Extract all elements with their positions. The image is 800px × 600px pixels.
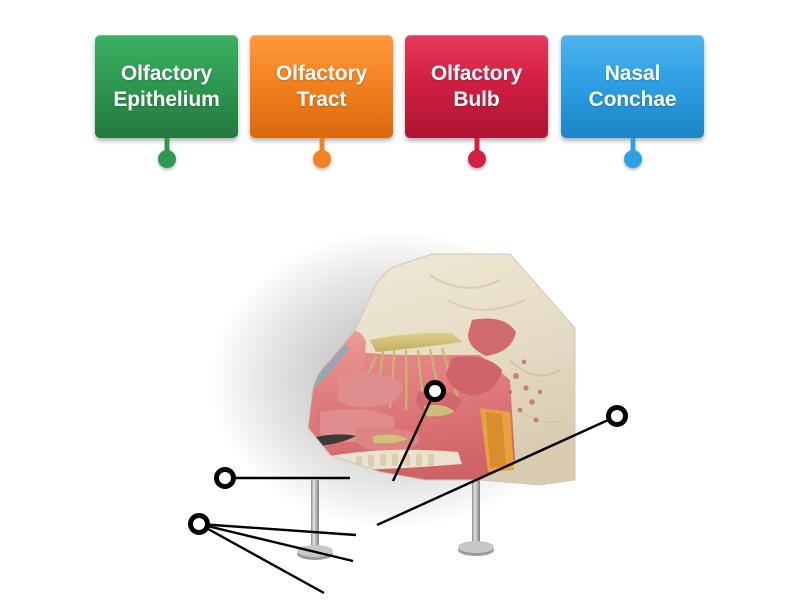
ring-marker-icon-right[interactable]: [606, 405, 628, 427]
label-group-olfactory-bulb[interactable]: Olfactory Bulb: [405, 35, 548, 168]
connector-dot-icon-olfactory-epithelium[interactable]: [157, 150, 176, 168]
ring-marker-icon-left-upper[interactable]: [214, 467, 236, 489]
callout-markers: [188, 380, 628, 535]
connector-nasal-conchae: [623, 138, 642, 173]
connector-stem-nasal-conchae: [630, 138, 635, 158]
connector-dot-icon-nasal-conchae[interactable]: [623, 150, 642, 168]
label-text-olfactory-tract: Olfactory Tract: [275, 61, 368, 111]
label-box-olfactory-bulb[interactable]: Olfactory Bulb: [405, 35, 548, 138]
connector-olfactory-epithelium: [157, 138, 176, 173]
label-box-olfactory-tract[interactable]: Olfactory Tract: [250, 35, 393, 138]
label-text-nasal-conchae: Nasal Conchae: [588, 61, 677, 111]
diagram-stage: [0, 175, 800, 600]
label-text-olfactory-epithelium: Olfactory Epithelium: [113, 61, 220, 111]
label-text-olfactory-bulb: Olfactory Bulb: [430, 61, 523, 111]
connector-stem-olfactory-epithelium: [164, 138, 169, 158]
ring-marker-icon-top[interactable]: [424, 380, 446, 402]
connector-stem-olfactory-bulb: [474, 138, 479, 158]
label-group-olfactory-tract[interactable]: Olfactory Tract: [250, 35, 393, 168]
connector-olfactory-bulb: [467, 138, 486, 173]
anatomy-figure: [210, 230, 580, 560]
label-box-olfactory-epithelium[interactable]: Olfactory Epithelium: [95, 35, 238, 138]
label-group-nasal-conchae[interactable]: Nasal Conchae: [561, 35, 704, 168]
label-box-nasal-conchae[interactable]: Nasal Conchae: [561, 35, 704, 138]
label-group-olfactory-epithelium[interactable]: Olfactory Epithelium: [95, 35, 238, 168]
label-row: Olfactory Epithelium Olfactory Tract Olf…: [0, 0, 800, 175]
connector-stem-olfactory-tract: [319, 138, 324, 158]
connector-dot-icon-olfactory-bulb[interactable]: [467, 150, 486, 168]
connector-olfactory-tract: [312, 138, 331, 173]
connector-dot-icon-olfactory-tract[interactable]: [312, 150, 331, 168]
ring-marker-icon-left-lower[interactable]: [188, 513, 210, 535]
